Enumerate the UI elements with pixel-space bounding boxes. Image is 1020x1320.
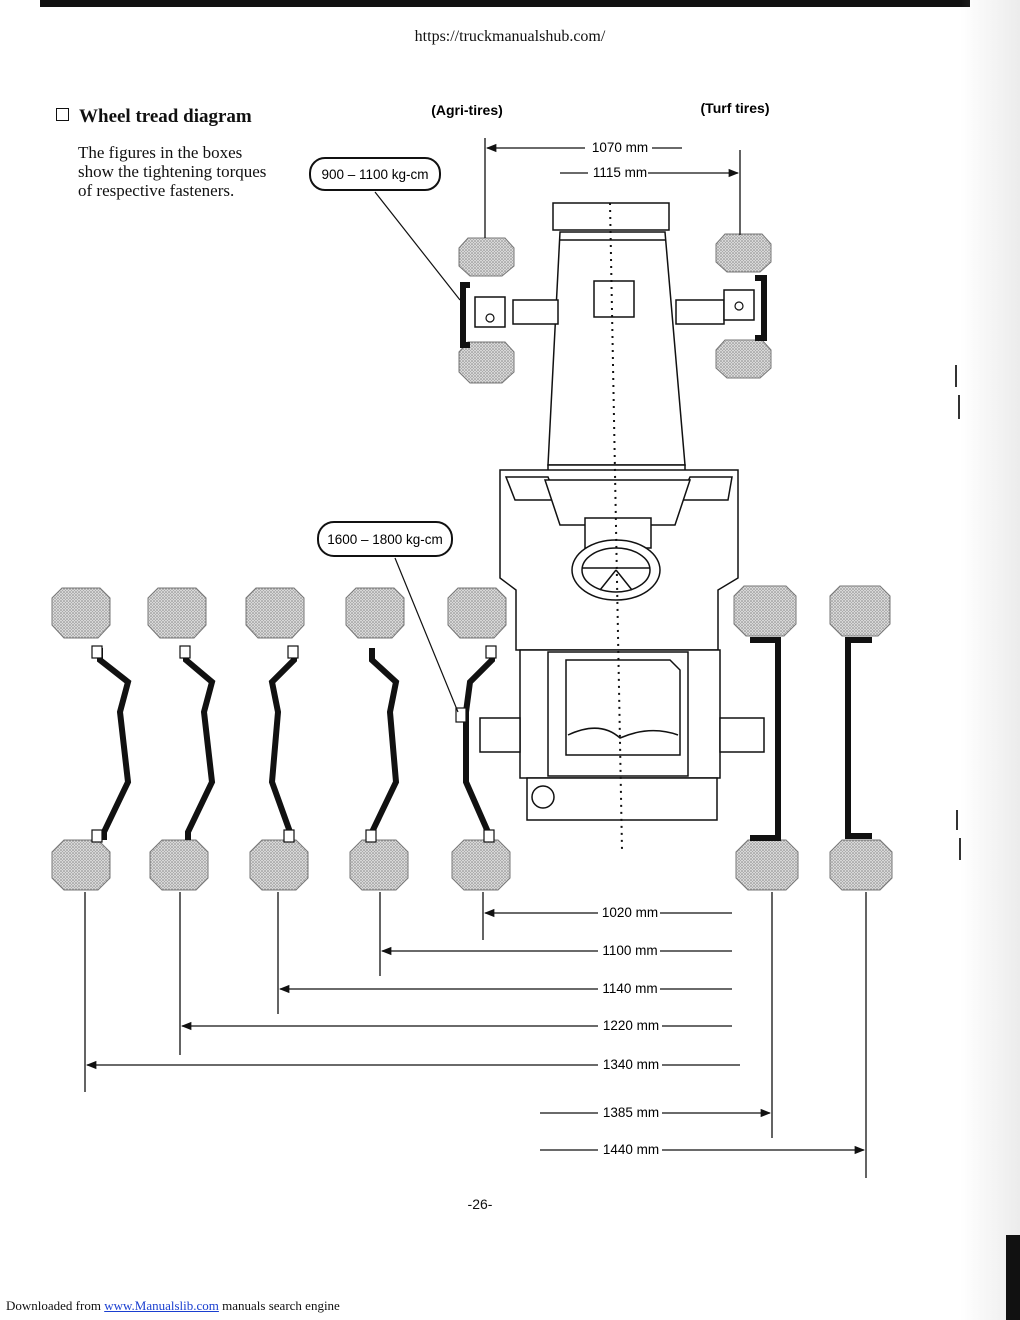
section-title: Wheel tread diagram xyxy=(56,106,252,128)
rear-dimensions xyxy=(84,892,867,1178)
rear-wheel-1100 xyxy=(345,587,409,891)
pto-circle xyxy=(531,785,555,809)
center-line xyxy=(609,202,623,851)
turf-tires-label: (Turf tires) xyxy=(701,100,770,116)
footer-link[interactable]: www.Manualslib.com xyxy=(104,1298,219,1313)
hood-square xyxy=(593,280,635,318)
rear-tread-1020: 1020 mm xyxy=(602,905,658,920)
rear-axle-right xyxy=(719,717,765,753)
rear-tread-1220: 1220 mm xyxy=(603,1018,659,1033)
scan-shadow xyxy=(960,0,1020,1320)
rear-tread-1340: 1340 mm xyxy=(603,1057,659,1072)
front-tread-1070: 1070 mm xyxy=(592,140,648,155)
rear-tread-1440: 1440 mm xyxy=(603,1142,659,1157)
rear-tread-1100: 1100 mm xyxy=(602,943,657,958)
rear-wheel-1385 xyxy=(733,585,799,891)
footer: Downloaded from www.Manualslib.com manua… xyxy=(6,1298,340,1314)
top-rule xyxy=(40,0,970,7)
rear-axle-left xyxy=(479,717,521,753)
rear-wheel-1140 xyxy=(245,587,309,891)
torque-front-label: 900 – 1100 kg-cm xyxy=(321,167,428,182)
rear-wheel-1340 xyxy=(51,587,132,891)
header-url[interactable]: https://truckmanualshub.com/ xyxy=(414,28,606,45)
torque-rear-label: 1600 – 1800 kg-cm xyxy=(327,532,443,547)
scan-marks xyxy=(955,365,961,860)
footer-suffix: manuals search engine xyxy=(222,1298,340,1313)
page-number: -26- xyxy=(467,1196,493,1212)
rear-wheel-1220 xyxy=(147,587,216,891)
footer-prefix: Downloaded from xyxy=(6,1298,101,1313)
seat-cushion xyxy=(567,727,679,739)
section-title-text: Wheel tread diagram xyxy=(79,106,252,127)
front-axle-right xyxy=(675,299,725,325)
agri-tires-label: (Agri-tires) xyxy=(431,102,503,118)
rear-tread-1385: 1385 mm xyxy=(603,1105,659,1120)
front-right-wheel xyxy=(715,233,772,379)
torque-callout-front: 900 – 1100 kg-cm xyxy=(309,157,461,301)
rear-wheel-1440 xyxy=(829,585,893,891)
seat xyxy=(565,659,681,756)
section-description: The figures in the boxes show the tighte… xyxy=(78,143,267,200)
hood xyxy=(547,231,686,466)
front-dimensions xyxy=(484,138,741,238)
scan-edge xyxy=(1006,1235,1020,1320)
front-tread-1115: 1115 mm xyxy=(593,165,647,180)
dashboard xyxy=(543,479,692,526)
front-left-wheel xyxy=(458,237,515,384)
tractor-body xyxy=(479,202,765,821)
rear-tread-1140: 1140 mm xyxy=(602,981,657,996)
checkbox-icon xyxy=(56,108,69,121)
torque-callout-rear: 1600 – 1800 kg-cm xyxy=(317,521,459,713)
front-axle-left xyxy=(512,299,559,325)
rear-wheel-1020 xyxy=(447,587,511,891)
